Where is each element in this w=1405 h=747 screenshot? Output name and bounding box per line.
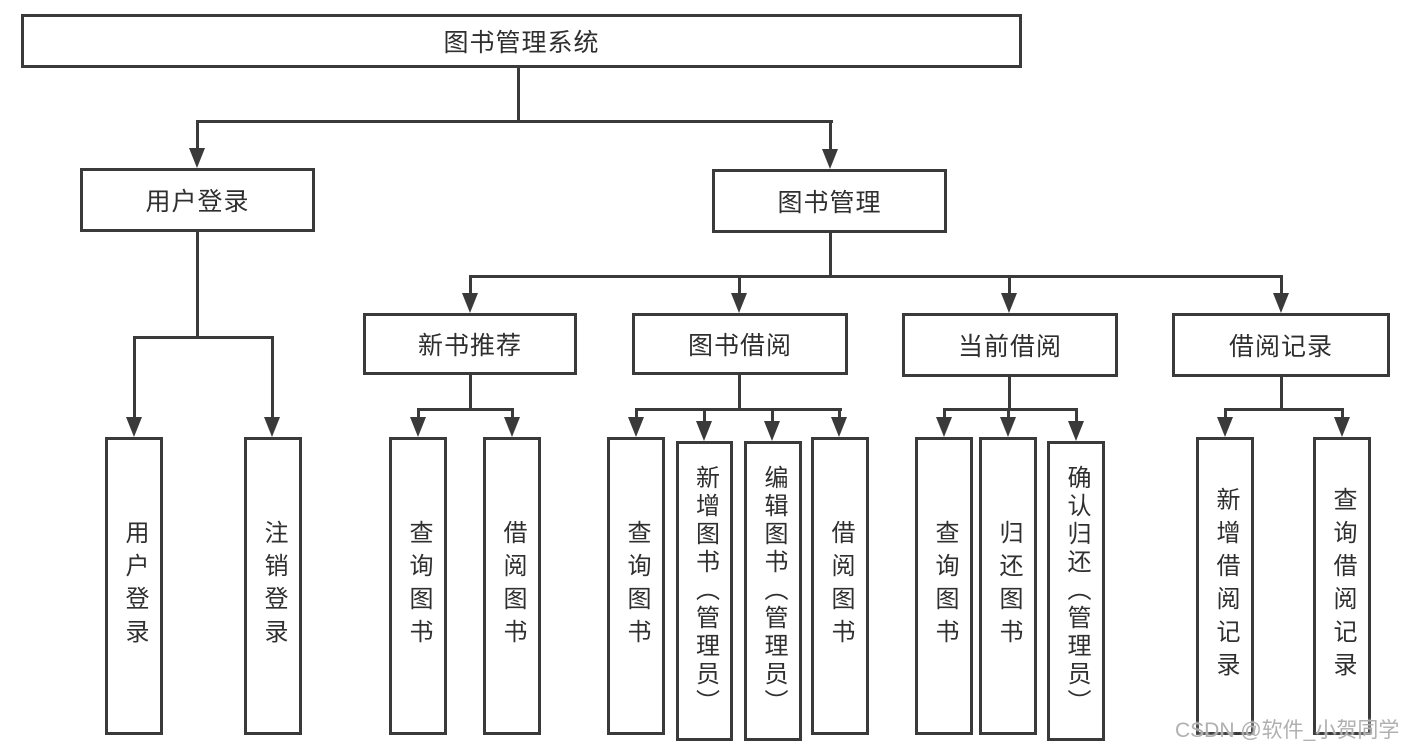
node-leaf-cb-return-books: 归还图书 bbox=[979, 437, 1037, 735]
node-leaf-br-query-record: 查询借阅记录 bbox=[1313, 437, 1371, 735]
arrowhead-cb-return bbox=[1000, 417, 1016, 437]
connector-drop-bb-query bbox=[635, 408, 638, 421]
connector-drop-current-borrow bbox=[1008, 275, 1011, 297]
connector-drop-book-borrow bbox=[738, 275, 741, 297]
connector-drop-rec-borrow bbox=[511, 408, 514, 421]
arrowhead-new-book bbox=[462, 293, 478, 313]
arrowhead-user-login bbox=[189, 148, 205, 168]
connector-drop-br-query bbox=[1341, 408, 1344, 421]
arrowhead-bb-query bbox=[628, 417, 644, 437]
arrowhead-bb-edit bbox=[764, 421, 780, 441]
connector-new-book-rail bbox=[417, 408, 514, 411]
node-leaf-user-login: 用户登录 bbox=[105, 437, 163, 735]
arrowhead-cb-query bbox=[936, 417, 952, 437]
connector-drop-bb-borrow bbox=[838, 408, 841, 421]
csdn-watermark: CSDN @软件_小贺同学 bbox=[1175, 719, 1400, 742]
connector-drop-br-add bbox=[1224, 408, 1227, 421]
connector-book-borrow-stem bbox=[738, 375, 741, 411]
connector-borrow-records-rail bbox=[1224, 408, 1344, 411]
arrowhead-book-mgmt bbox=[822, 149, 838, 169]
connector-drop-bb-edit bbox=[771, 408, 774, 423]
connector-user-login-rail bbox=[133, 336, 274, 339]
connector-drop-login-leaf bbox=[133, 336, 136, 420]
node-leaf-logout: 注销登录 bbox=[244, 437, 302, 735]
connector-drop-borrow-records bbox=[1280, 275, 1283, 297]
node-leaf-bb-borrow-books: 借阅图书 bbox=[811, 437, 869, 735]
connector-drop-cb-query bbox=[943, 408, 946, 421]
connector-drop-rec-query bbox=[417, 408, 420, 421]
connector-root-stem bbox=[517, 68, 520, 122]
connector-root-rail bbox=[196, 120, 833, 123]
node-leaf-cb-confirm-return-admin: 确认归还（管理员） bbox=[1047, 441, 1105, 741]
connector-drop-book-mgmt bbox=[829, 120, 832, 152]
connector-user-login-stem bbox=[196, 232, 199, 336]
node-borrowing-records: 借阅记录 bbox=[1172, 313, 1390, 377]
node-leaf-cb-query-books: 查询图书 bbox=[915, 437, 973, 735]
node-leaf-bb-add-books-admin: 新增图书（管理员） bbox=[676, 441, 733, 741]
arrowhead-br-add bbox=[1217, 417, 1233, 437]
node-leaf-bb-edit-books-admin: 编辑图书（管理员） bbox=[744, 441, 802, 741]
connector-book-mgmt-stem bbox=[829, 233, 832, 275]
connector-current-borrow-stem bbox=[1008, 377, 1011, 411]
node-leaf-bb-query-books: 查询图书 bbox=[607, 437, 665, 735]
node-leaf-br-add-record: 新增借阅记录 bbox=[1196, 437, 1254, 735]
arrowhead-login-leaf bbox=[126, 417, 142, 437]
connector-book-mgmt-rail bbox=[469, 275, 1283, 278]
connector-drop-cb-return bbox=[1007, 408, 1010, 421]
connector-drop-cb-confirm bbox=[1075, 408, 1078, 423]
arrowhead-br-query bbox=[1334, 417, 1350, 437]
connector-drop-user-login bbox=[196, 120, 199, 152]
node-leaf-rec-borrow-books: 借阅图书 bbox=[483, 437, 541, 735]
arrowhead-rec-borrow bbox=[504, 417, 520, 437]
node-current-borrowing: 当前借阅 bbox=[902, 313, 1118, 377]
connector-drop-bb-add bbox=[703, 408, 706, 423]
arrowhead-rec-query bbox=[410, 417, 426, 437]
arrowhead-bb-add bbox=[696, 421, 712, 441]
arrowhead-current-borrow bbox=[1001, 293, 1017, 313]
node-leaf-rec-query-books: 查询图书 bbox=[389, 437, 447, 735]
arrowhead-logout-leaf bbox=[264, 417, 280, 437]
node-root-system: 图书管理系统 bbox=[21, 14, 1022, 68]
connector-book-borrow-rail bbox=[635, 408, 842, 411]
arrowhead-borrow-records bbox=[1273, 293, 1289, 313]
node-user-login: 用户登录 bbox=[80, 168, 315, 232]
connector-drop-logout-leaf bbox=[271, 336, 274, 420]
connector-borrow-records-stem bbox=[1280, 377, 1283, 411]
connector-drop-new-book bbox=[469, 275, 472, 297]
node-new-book-recommend: 新书推荐 bbox=[363, 313, 577, 375]
node-book-borrowing: 图书借阅 bbox=[632, 313, 848, 375]
connector-new-book-stem bbox=[469, 375, 472, 411]
node-book-management: 图书管理 bbox=[712, 169, 947, 233]
arrowhead-book-borrow bbox=[731, 293, 747, 313]
arrowhead-cb-confirm bbox=[1068, 421, 1084, 441]
arrowhead-bb-borrow bbox=[831, 417, 847, 437]
connector-current-borrow-rail bbox=[943, 408, 1078, 411]
